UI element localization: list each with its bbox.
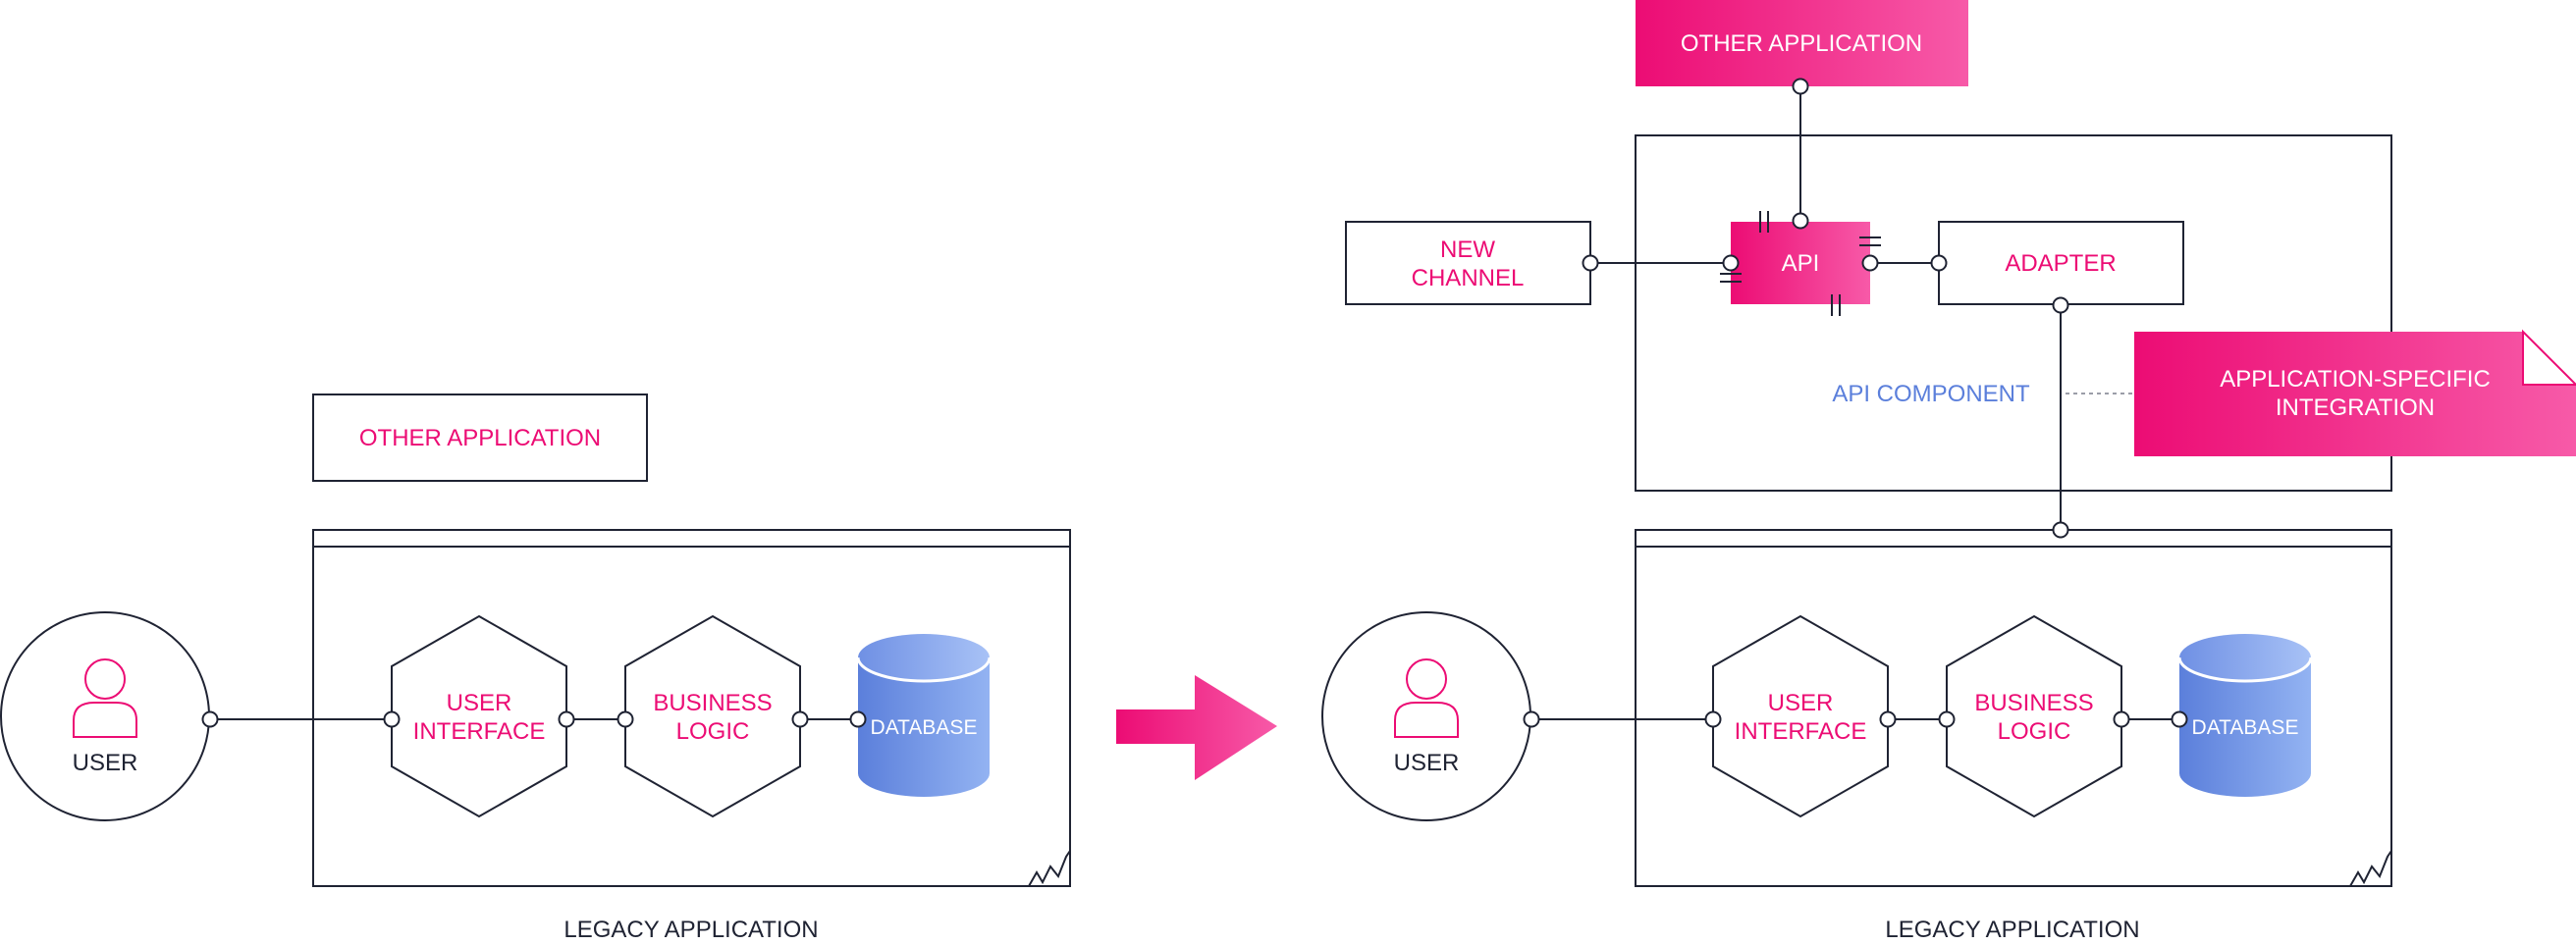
left-database-label: DATABASE bbox=[871, 716, 978, 739]
right-user-actor: USER bbox=[1321, 611, 1531, 821]
new-channel-box: NEW CHANNEL bbox=[1345, 221, 1591, 305]
left-legacy-caption: LEGACY APPLICATION bbox=[564, 917, 818, 943]
left-user-interface-hexagon: USER INTERFACE bbox=[391, 614, 567, 818]
left-user-actor: USER bbox=[0, 611, 210, 821]
user-icon bbox=[1394, 658, 1459, 738]
left-diagram: OTHER APPLICATION LEGACY APPLICATION USE… bbox=[0, 394, 1071, 943]
integration-note-line2: INTEGRATION bbox=[2276, 394, 2435, 421]
right-bl-label-line2: LOGIC bbox=[1998, 718, 2071, 745]
right-business-logic-hexagon: BUSINESS LOGIC bbox=[1946, 614, 2122, 818]
left-bl-label-line2: LOGIC bbox=[676, 718, 750, 745]
api-box: API bbox=[1720, 211, 1881, 316]
right-database-label: DATABASE bbox=[2192, 716, 2299, 739]
right-user-label: USER bbox=[1394, 750, 1460, 776]
right-user-interface-hexagon: USER INTERFACE bbox=[1712, 614, 1889, 818]
integration-note-line1: APPLICATION-SPECIFIC bbox=[2220, 366, 2491, 393]
api-label: API bbox=[1782, 250, 1820, 277]
right-ui-label-line1: USER bbox=[1768, 690, 1834, 716]
user-icon bbox=[73, 658, 137, 738]
left-database-cylinder: DATABASE bbox=[856, 634, 992, 797]
right-legacy-caption: LEGACY APPLICATION bbox=[1885, 917, 2139, 943]
new-channel-label-line1: NEW bbox=[1440, 236, 1495, 263]
adapter-label: ADAPTER bbox=[2005, 250, 2116, 277]
right-database-cylinder: DATABASE bbox=[2177, 634, 2313, 797]
left-ui-label-line1: USER bbox=[447, 690, 512, 716]
right-other-application-box: OTHER APPLICATION bbox=[1636, 0, 1968, 86]
api-component-label: API COMPONENT bbox=[1832, 381, 2030, 407]
right-ui-label-line2: INTERFACE bbox=[1735, 718, 1867, 745]
left-bl-label-line1: BUSINESS bbox=[653, 690, 772, 716]
left-other-application-label: OTHER APPLICATION bbox=[359, 425, 601, 451]
arrow-right-icon bbox=[1116, 675, 1277, 780]
right-bl-label-line1: BUSINESS bbox=[1974, 690, 2093, 716]
right-diagram: OTHER APPLICATION NEW CHANNEL API bbox=[1321, 0, 2576, 943]
left-user-label: USER bbox=[73, 750, 138, 776]
api-port-marks bbox=[1720, 211, 1881, 316]
right-other-application-label: OTHER APPLICATION bbox=[1681, 30, 1922, 57]
integration-note: APPLICATION-SPECIFIC INTEGRATION bbox=[2134, 329, 2576, 456]
left-ui-label-line2: INTERFACE bbox=[413, 718, 546, 745]
left-business-logic-hexagon: BUSINESS LOGIC bbox=[624, 614, 801, 818]
new-channel-label-line2: CHANNEL bbox=[1412, 265, 1525, 291]
adapter-box: ADAPTER bbox=[1938, 221, 2184, 305]
left-other-application-box: OTHER APPLICATION bbox=[312, 394, 648, 482]
